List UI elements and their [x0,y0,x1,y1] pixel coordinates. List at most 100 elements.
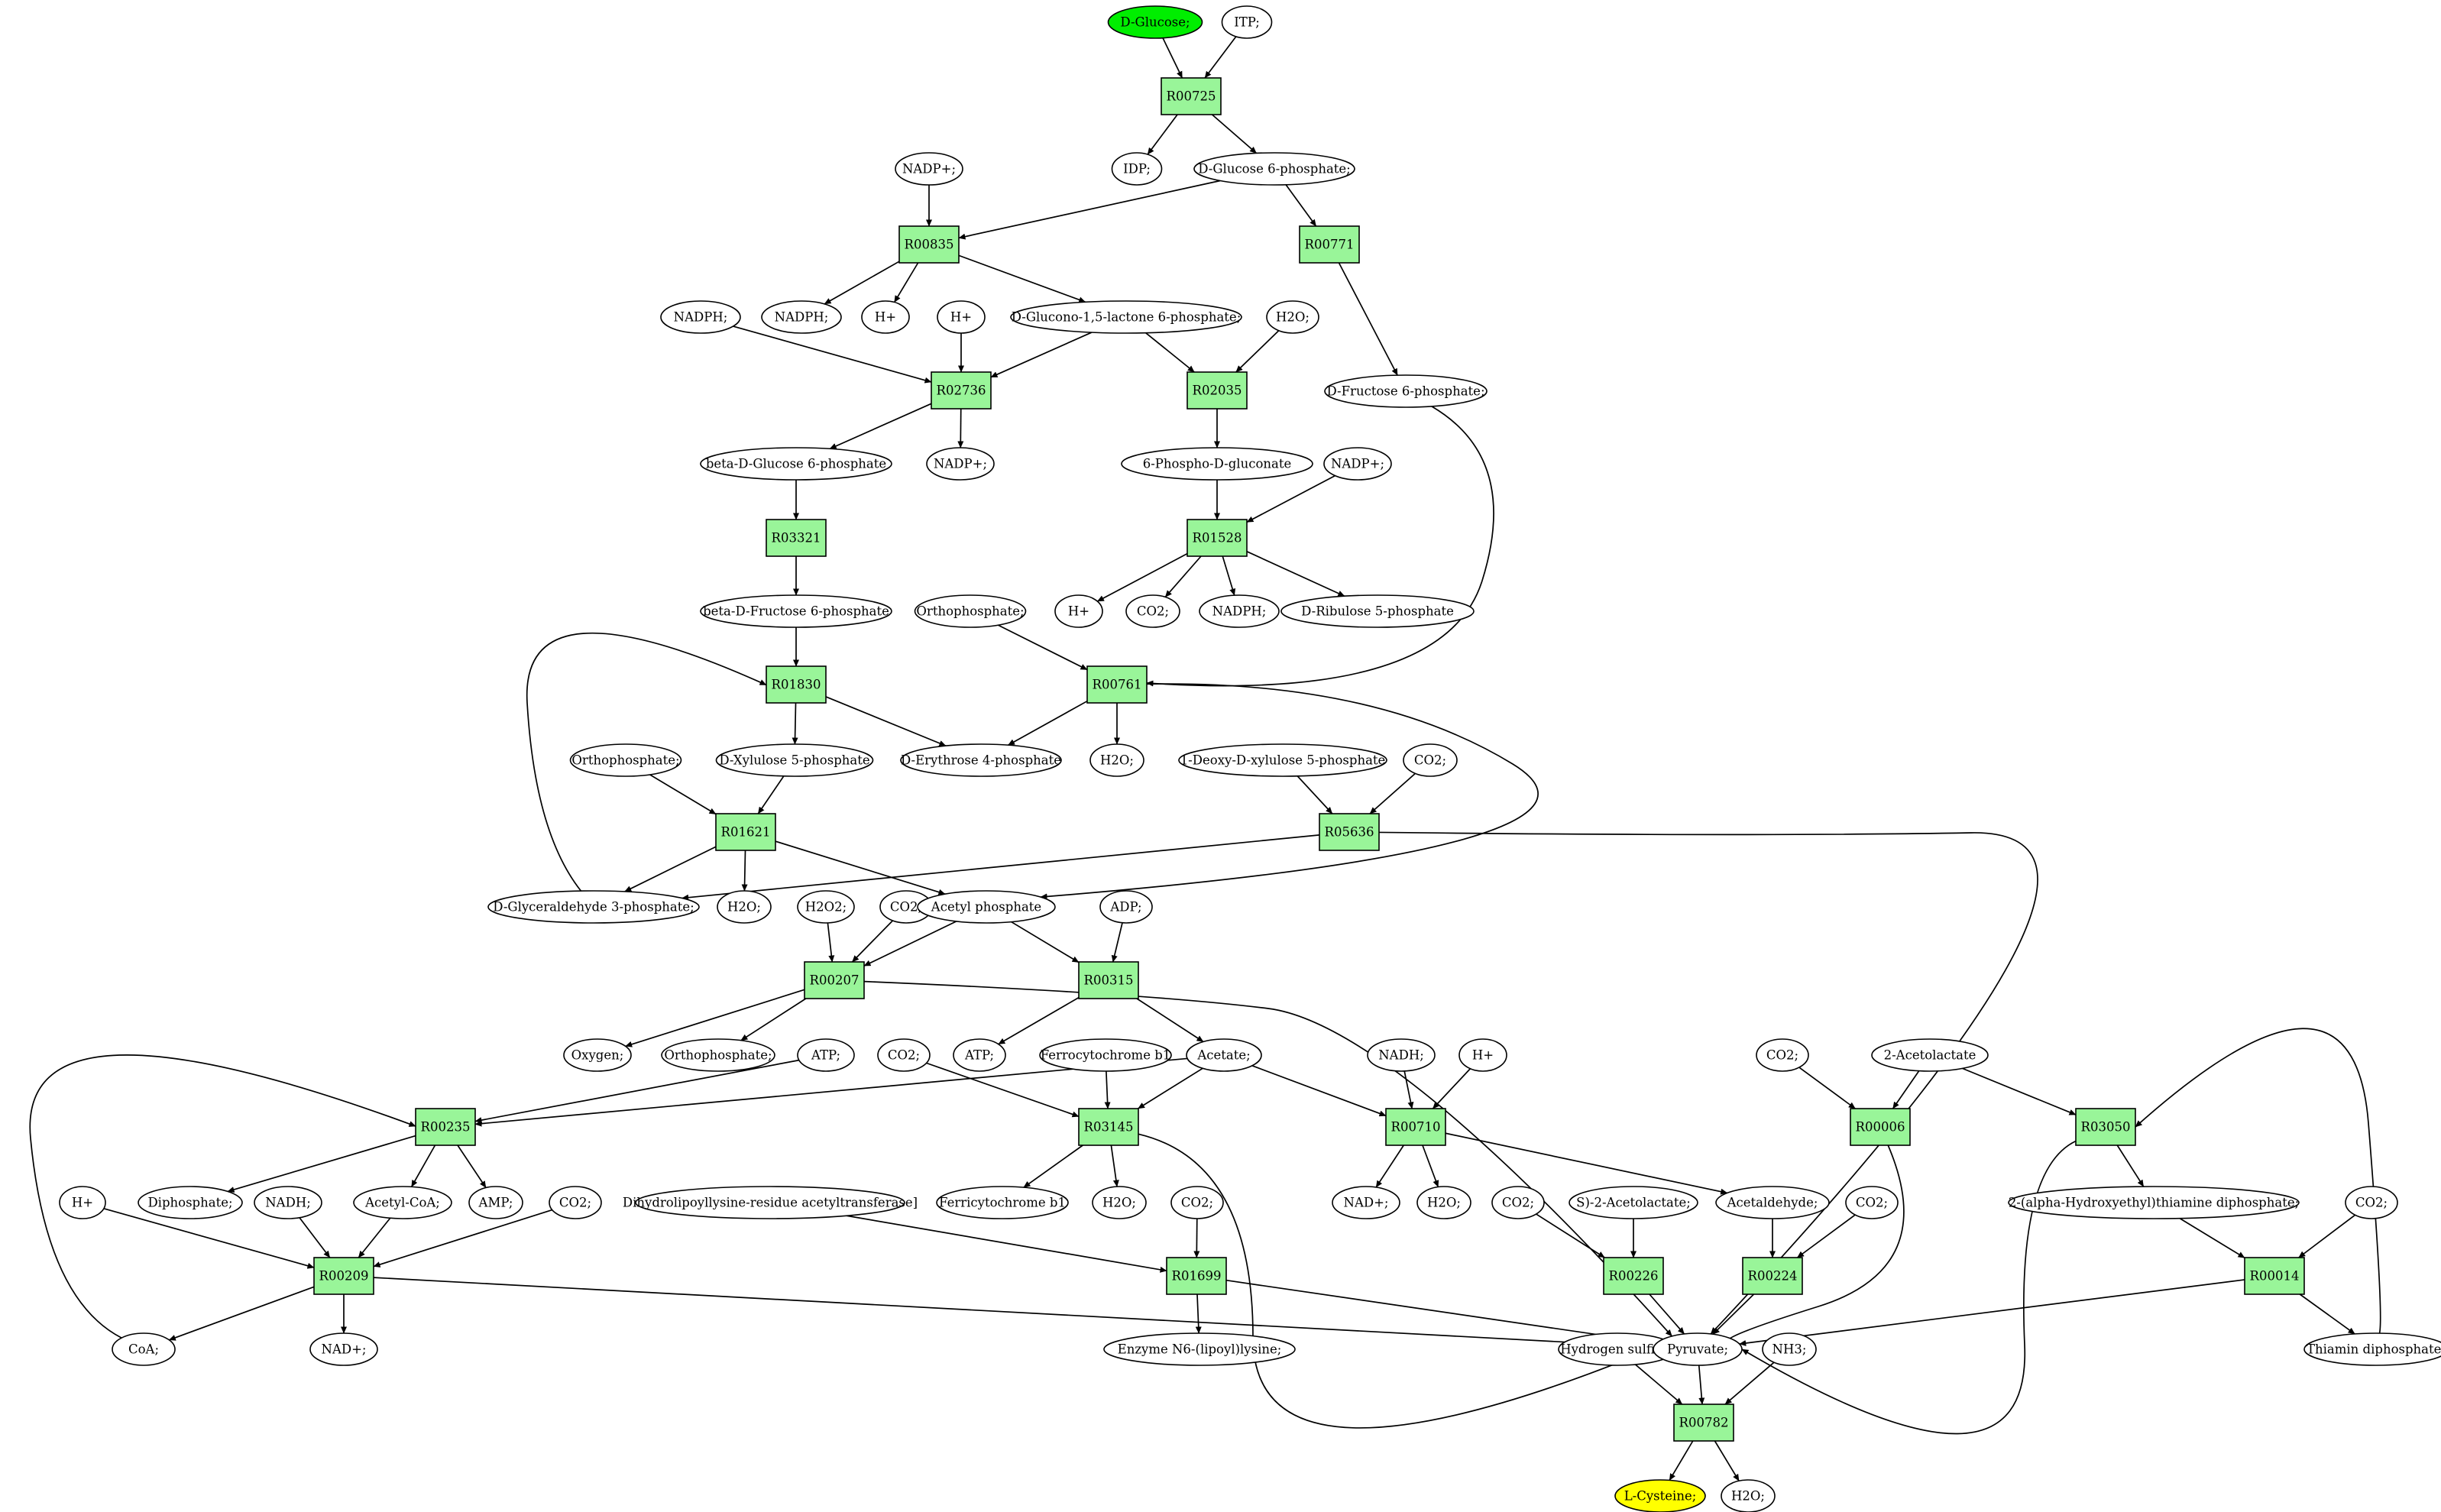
metabolite-node[interactable]: NAD+; [1332,1186,1400,1219]
metabolite-node[interactable]: NADPH; [660,300,741,334]
metabolite-node[interactable]: 2-Acetolactate [1871,1038,1989,1072]
metabolite-node[interactable]: H2O; [1092,1186,1147,1219]
reaction-node[interactable]: R01621 [715,813,776,851]
metabolite-node[interactable]: Acetaldehyde; [1715,1186,1830,1219]
metabolite-node[interactable]: Enzyme N6-(lipoyl)lysine; [1103,1332,1296,1366]
reaction-node[interactable]: R02736 [931,371,992,410]
metabolite-node[interactable]: NADH; [254,1186,322,1219]
reaction-node[interactable]: R00725 [1161,77,1222,115]
metabolite-node[interactable]: beta-D-Glucose 6-phosphate [700,447,892,481]
metabolite-node[interactable]: Acetyl phosphate [917,890,1056,924]
reaction-node[interactable]: R02035 [1187,371,1248,410]
reaction-node[interactable]: R03050 [2075,1108,2136,1146]
metabolite-node[interactable]: NADPH; [761,300,842,334]
metabolite-node[interactable]: D-Fructose 6-phosphate; [1324,374,1488,408]
metabolite-node[interactable]: Oxygen; [563,1038,632,1072]
metabolite-ellipse [1089,743,1144,777]
metabolite-node[interactable]: H2O2; [797,890,855,924]
reaction-node[interactable]: R00710 [1385,1108,1446,1146]
reaction-node[interactable]: R00209 [313,1257,374,1295]
metabolite-node[interactable]: CoA; [112,1332,176,1366]
metabolite-node[interactable]: S)-2-Acetolactate; [1569,1186,1698,1219]
reaction-node[interactable]: R01699 [1166,1257,1227,1295]
metabolite-node[interactable]: NAD+; [309,1332,378,1366]
metabolite-node[interactable]: CO2; [1403,743,1458,777]
reaction-node[interactable]: R01830 [766,665,827,704]
metabolite-node[interactable]: 1-Deoxy-D-xylulose 5-phosphate [1178,743,1387,777]
metabolite-node[interactable]: ATP; [797,1038,855,1072]
reaction-box [415,1108,476,1146]
metabolite-node[interactable]: CO2; [877,1038,931,1072]
reaction-node[interactable]: R03321 [766,519,827,557]
metabolite-node[interactable]: H2O; [1266,300,1319,334]
reaction-node[interactable]: R03145 [1078,1108,1139,1146]
metabolite-node[interactable]: Acetyl-CoA; [353,1186,452,1219]
reaction-node[interactable]: R00006 [1850,1108,1911,1146]
metabolite-node[interactable]: CO2; [879,890,933,924]
metabolite-ellipse [1099,890,1153,924]
metabolite-node[interactable]: ATP; [953,1038,1006,1072]
metabolite-node[interactable]: NH3; [1762,1332,1817,1366]
metabolite-node[interactable]: H+ [937,300,986,334]
metabolite-node[interactable]: D-Glyceraldehyde 3-phosphate; [487,890,700,924]
metabolite-node[interactable]: IDP; [1111,152,1163,186]
metabolite-node[interactable]: H+ [1458,1038,1507,1072]
reaction-node[interactable]: R00226 [1603,1257,1664,1295]
metabolite-node[interactable]: Diphosphate; [138,1186,243,1219]
reaction-node[interactable]: R00315 [1078,961,1139,999]
reaction-box [766,519,827,557]
metabolite-node[interactable]: Hydrogen sulfide; [1558,1332,1677,1366]
metabolite-node[interactable]: CO2; [1756,1038,1809,1072]
metabolite-node[interactable]: D-Ribulose 5-phosphate [1280,594,1475,628]
metabolite-node[interactable]: CO2; [2345,1186,2398,1219]
metabolite-node[interactable]: L-Cysteine; [1614,1479,1706,1512]
metabolite-node[interactable]: CO2; [549,1186,602,1219]
metabolite-node[interactable]: NADP+; [1323,447,1392,481]
metabolite-node[interactable]: 2-(alpha-Hydroxyethyl)thiamine diphospha… [2008,1186,2300,1219]
metabolite-node[interactable]: CO2; [1170,1186,1224,1219]
metabolite-node[interactable]: AMP; [468,1186,523,1219]
metabolite-node[interactable]: 6-Phospho-D-gluconate [1121,447,1313,481]
reaction-node[interactable]: R00771 [1299,225,1360,264]
metabolite-node[interactable]: H2O; [1416,1186,1471,1219]
metabolite-node[interactable]: H2O; [1721,1479,1776,1512]
metabolite-node[interactable]: ADP; [1099,890,1153,924]
metabolite-node[interactable]: H2O; [1089,743,1144,777]
metabolite-node[interactable]: H+ [59,1186,106,1219]
metabolite-node[interactable]: D-Xylulose 5-phosphate [715,743,874,777]
reaction-node[interactable]: R00207 [804,961,865,999]
metabolite-node[interactable]: NADPH; [1199,594,1280,628]
reaction-node[interactable]: R00224 [1742,1257,1803,1295]
metabolite-node[interactable]: H+ [1054,594,1103,628]
reaction-node[interactable]: R05636 [1319,813,1380,851]
metabolite-node[interactable]: Acetate; [1186,1038,1262,1072]
reaction-node[interactable]: R00782 [1673,1404,1734,1442]
reaction-node[interactable]: R00235 [415,1108,476,1146]
metabolite-node[interactable]: Ferricytochrome b1 [936,1186,1069,1219]
reaction-node[interactable]: R01528 [1187,519,1248,557]
metabolite-node[interactable]: Dihydrolipoyllysine-residue acetyltransf… [623,1186,918,1219]
metabolite-node[interactable]: NADP+; [895,152,963,186]
metabolite-node[interactable]: NADP+; [926,447,995,481]
metabolite-node[interactable]: CO2; [1845,1186,1899,1219]
metabolite-node[interactable]: NADH; [1367,1038,1436,1072]
metabolite-node[interactable]: beta-D-Fructose 6-phosphate [700,594,892,628]
reaction-node[interactable]: R00835 [898,225,960,264]
reaction-node[interactable]: R00014 [2244,1257,2305,1295]
metabolite-node[interactable]: D-Glucono-1,5-lactone 6-phosphate; [1010,300,1242,334]
metabolite-node[interactable]: Thiamin diphosphate; [2303,1332,2441,1366]
metabolite-node[interactable]: H+ [861,300,910,334]
metabolite-node[interactable]: D-Erythrose 4-phosphate [900,743,1062,777]
metabolite-node[interactable]: CO2; [1125,594,1180,628]
metabolite-node[interactable]: ITP; [1221,5,1273,39]
metabolite-node[interactable]: D-Glucose; [1107,5,1203,39]
metabolite-node[interactable]: Pyruvate; [1653,1332,1743,1366]
metabolite-node[interactable]: Ferrocytochrome b1 [1039,1038,1172,1072]
metabolite-node[interactable]: H2O; [717,890,772,924]
metabolite-node[interactable]: CO2; [1491,1186,1545,1219]
metabolite-node[interactable]: D-Glucose 6-phosphate; [1193,152,1355,186]
reaction-node[interactable]: R00761 [1086,665,1148,704]
metabolite-node[interactable]: Orthophosphate; [914,594,1027,628]
metabolite-node[interactable]: Orthophosphate; [569,743,682,777]
metabolite-node[interactable]: Orthophosphate; [661,1038,775,1072]
